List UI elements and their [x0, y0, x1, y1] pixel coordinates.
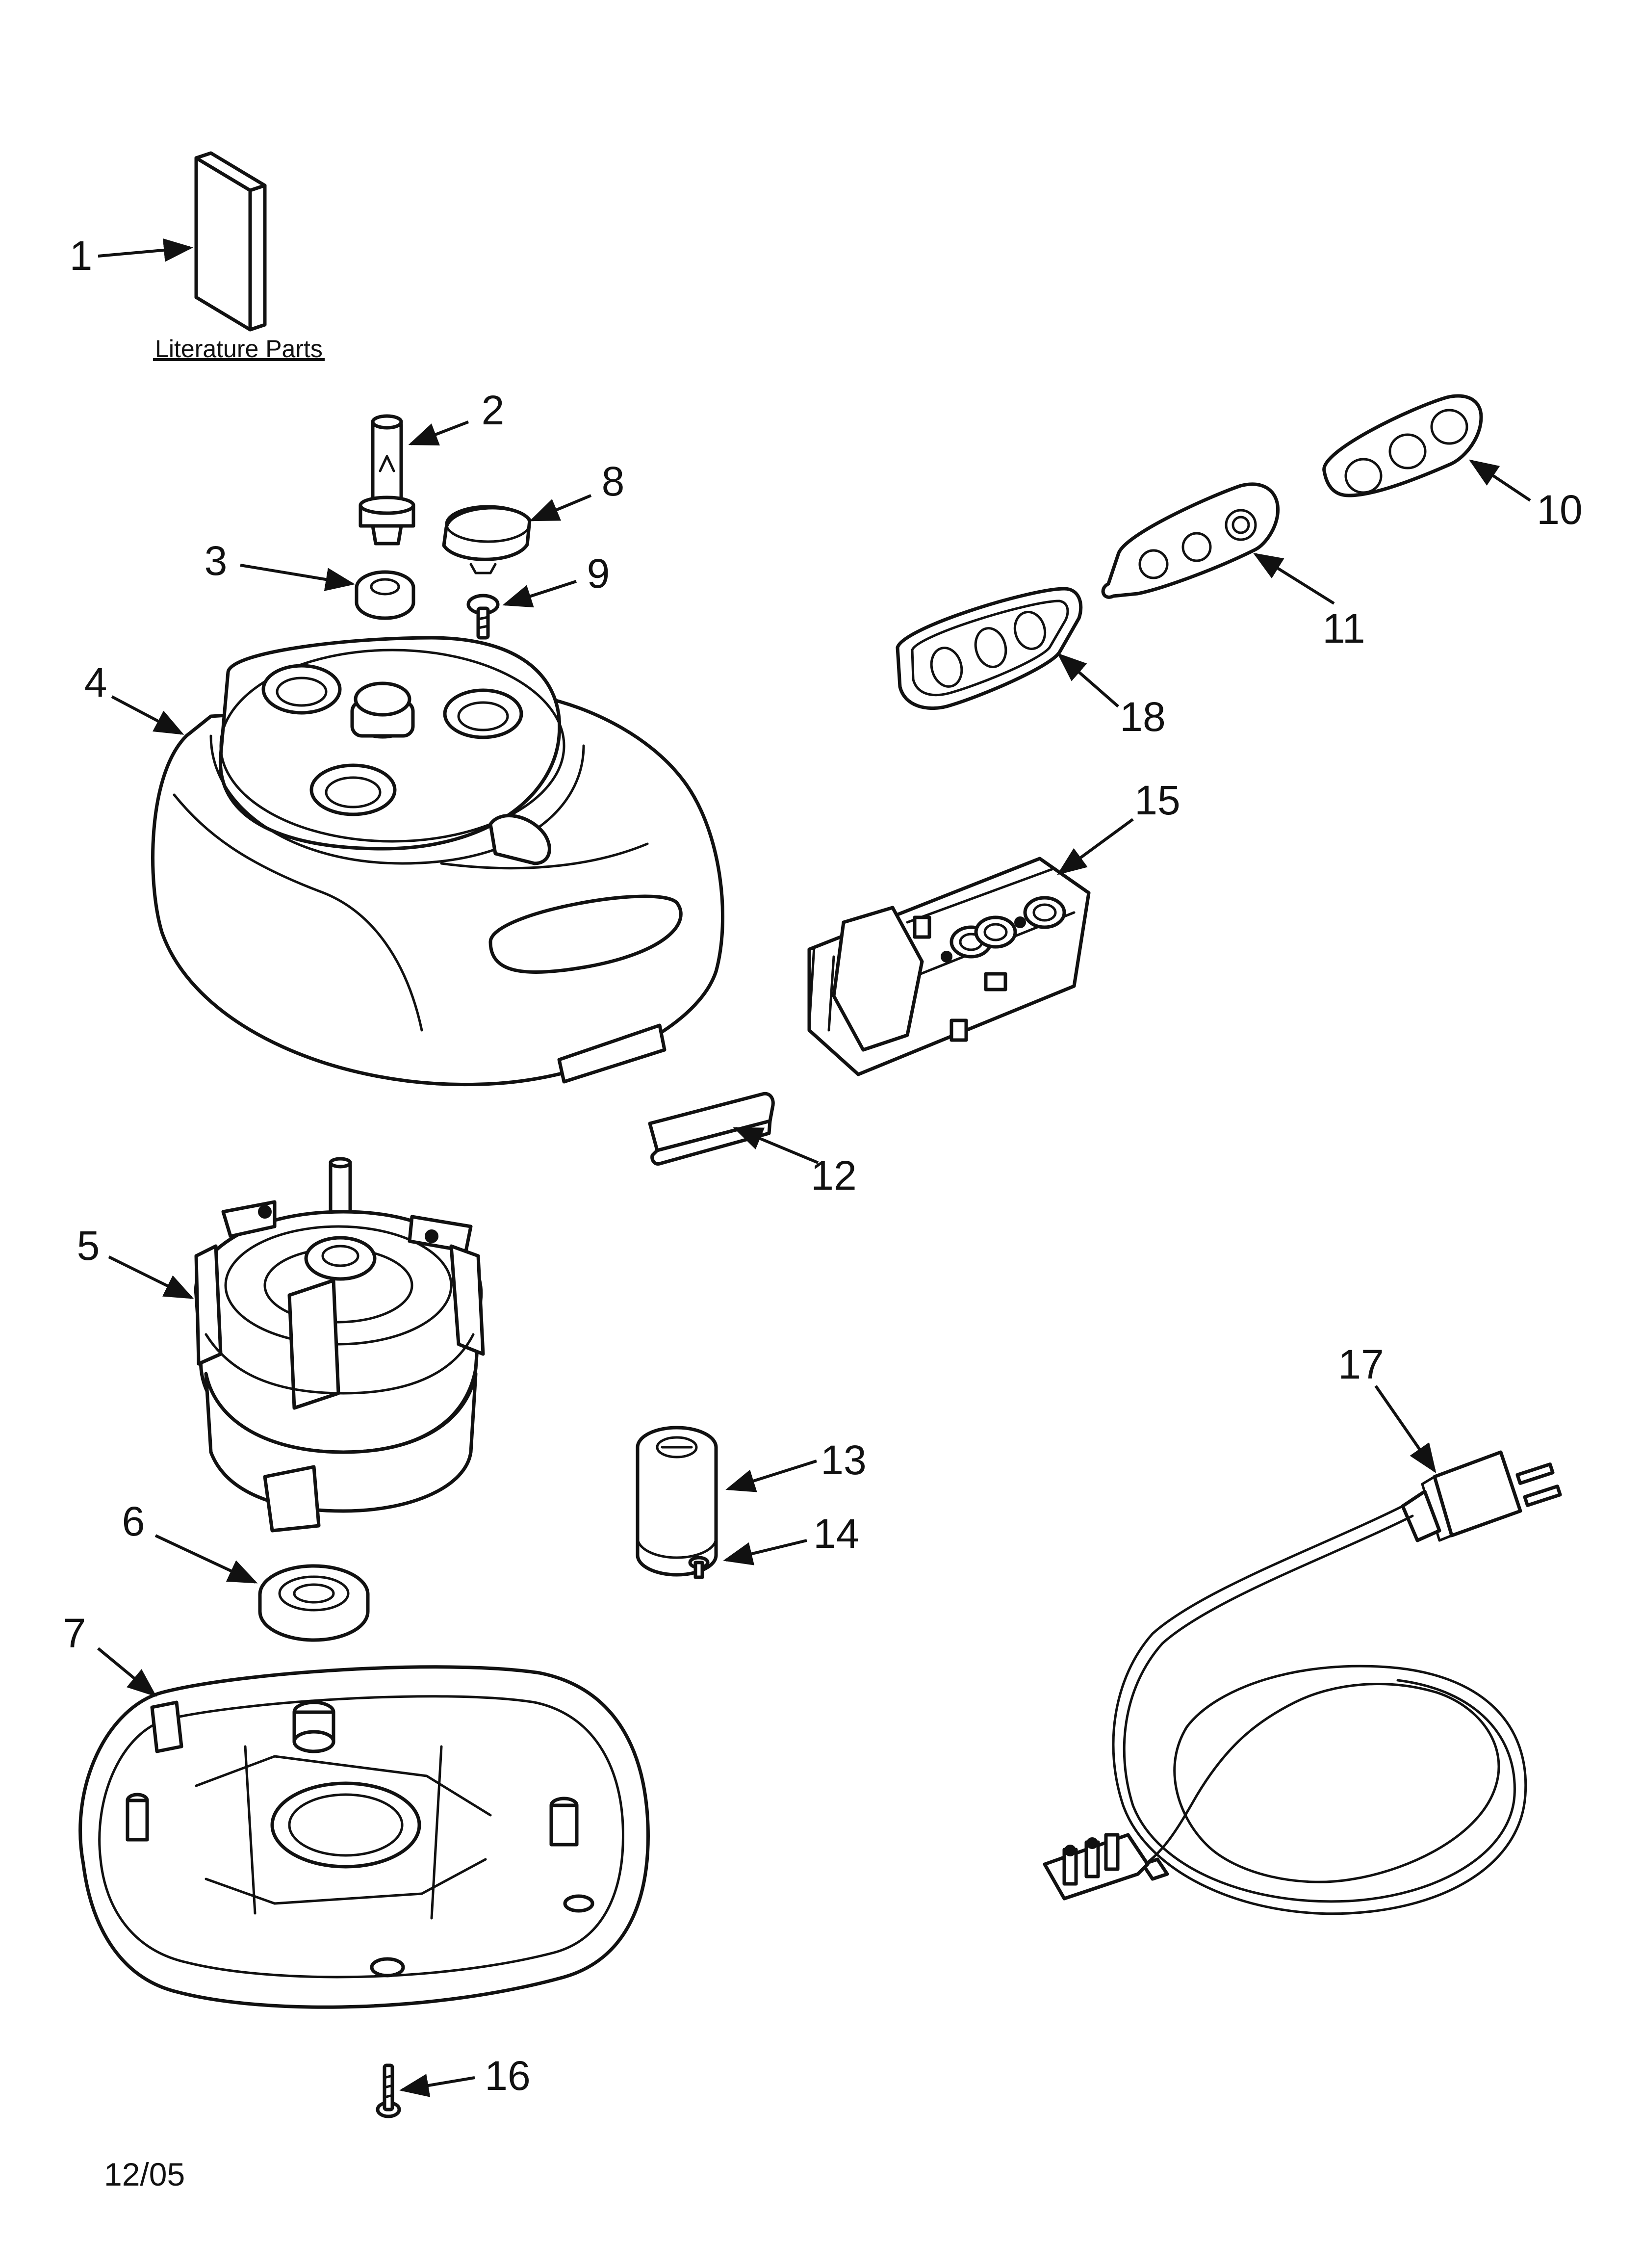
callout-6: 6	[122, 1498, 145, 1544]
part-switch-button[interactable]	[648, 1092, 775, 1166]
callout-11: 11	[1322, 605, 1365, 652]
leader-12	[733, 1127, 819, 1164]
part-keypad-membrane[interactable]	[896, 587, 1083, 710]
callout-4: 4	[84, 659, 107, 705]
callout-14: 14	[813, 1511, 859, 1557]
leader-10	[1469, 459, 1531, 502]
part-button-plate[interactable]	[1101, 482, 1280, 599]
part-literature-booklet[interactable]	[194, 151, 267, 332]
leader-5	[108, 1255, 194, 1299]
part-seal[interactable]	[355, 570, 415, 620]
part-cylinder-screw[interactable]	[688, 1556, 710, 1579]
part-base[interactable]	[78, 1665, 650, 2009]
callout-16: 16	[485, 2053, 530, 2099]
leader-14	[723, 1539, 807, 1565]
part-cap[interactable]	[442, 505, 532, 574]
part-motor-grommet[interactable]	[258, 1564, 370, 1642]
part-screw-small[interactable]	[466, 594, 500, 640]
callout-8: 8	[602, 458, 625, 504]
part-base-screw[interactable]	[376, 2063, 401, 2118]
leader-17	[1374, 1385, 1437, 1473]
leader-1	[98, 238, 193, 262]
part-switch-board[interactable]	[807, 857, 1091, 1076]
callout-13: 13	[821, 1437, 866, 1483]
callout-12: 12	[811, 1152, 856, 1199]
leader-11	[1253, 552, 1335, 605]
leader-8	[529, 494, 592, 521]
callout-1: 1	[70, 233, 93, 279]
callout-9: 9	[587, 550, 610, 597]
callout-17: 17	[1338, 1341, 1384, 1387]
literature-caption: Literature Parts	[155, 335, 323, 363]
part-drive-adapter[interactable]	[359, 414, 415, 546]
part-switch-cylinder[interactable]	[636, 1426, 718, 1577]
leader-6	[154, 1534, 258, 1584]
leader-4	[111, 695, 184, 735]
callout-7: 7	[63, 1610, 86, 1656]
callout-2: 2	[482, 387, 505, 433]
leader-18	[1057, 653, 1119, 708]
leader-3	[240, 564, 355, 591]
callout-3: 3	[205, 538, 228, 584]
part-button-overlay[interactable]	[1322, 394, 1483, 497]
callout-10: 10	[1537, 487, 1582, 533]
leader-15	[1057, 818, 1134, 875]
part-upper-housing[interactable]	[151, 636, 724, 1087]
part-motor[interactable]	[194, 1157, 485, 1533]
leader-16	[399, 2074, 475, 2097]
leader-2	[408, 420, 469, 446]
leader-7	[97, 1647, 157, 1697]
leader-9	[502, 580, 577, 608]
leader-13	[725, 1460, 817, 1492]
part-power-cord[interactable]	[1043, 1450, 1562, 1915]
callout-5: 5	[77, 1223, 100, 1269]
date-code: 12/05	[104, 2156, 185, 2192]
callout-15: 15	[1134, 777, 1180, 823]
callout-18: 18	[1120, 694, 1165, 740]
